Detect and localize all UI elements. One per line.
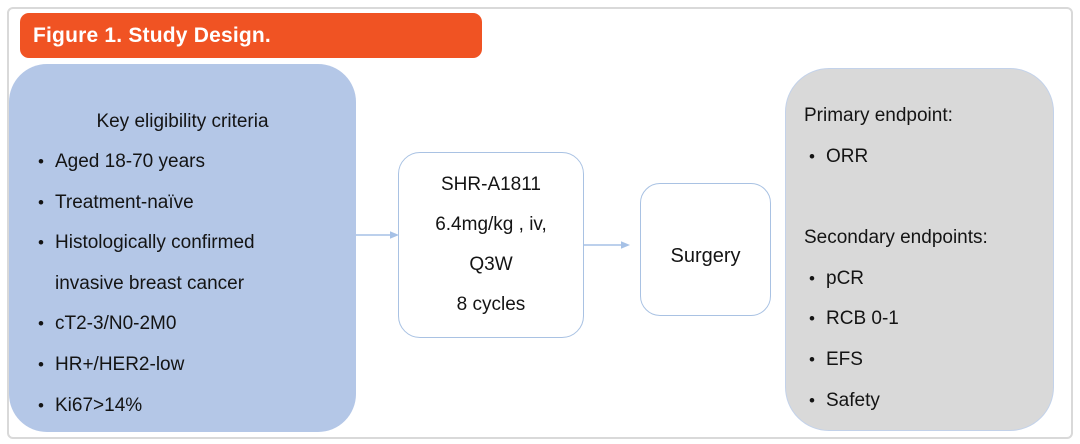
figure-title: Figure 1. Study Design. [33, 23, 271, 47]
eligibility-item-text: invasive breast cancer [55, 272, 245, 294]
bullet-icon: • [38, 233, 44, 253]
figure-title-bar: Figure 1. Study Design. [20, 13, 482, 58]
secondary-endpoints-heading: Secondary endpoints: [804, 227, 988, 249]
surgery-label: Surgery [670, 245, 741, 267]
list-item: • Ki67>14% [9, 386, 356, 427]
bullet-icon: • [38, 354, 44, 374]
bullet-icon: • [809, 349, 815, 369]
bullet-icon: • [809, 390, 815, 410]
primary-endpoint-list: • ORR [804, 137, 1043, 178]
eligibility-criteria-box: Key eligibility criteria • Aged 18-70 ye… [9, 64, 356, 432]
surgery-box: Surgery [640, 183, 771, 316]
list-item: • RCB 0-1 [804, 299, 1043, 340]
bullet-icon: • [809, 309, 815, 329]
treatment-line: SHR-A1811 [441, 174, 541, 195]
list-item: • cT2-3/N0-2M0 [9, 304, 356, 345]
eligibility-item-text: Treatment-naïve [55, 191, 194, 213]
eligibility-item-text: cT2-3/N0-2M0 [55, 313, 177, 335]
treatment-box: SHR-A1811 6.4mg/kg , iv, Q3W 8 cycles [398, 152, 584, 338]
endpoint-item-text: EFS [826, 348, 863, 370]
list-item: • Treatment-naïve [9, 183, 356, 224]
eligibility-item-text: Aged 18-70 years [55, 151, 205, 172]
endpoint-item-text: RCB 0-1 [826, 308, 899, 330]
list-item: • pCR [804, 259, 1043, 300]
flow-arrow-treatment-to-surgery [583, 238, 633, 252]
primary-endpoint-heading: Primary endpoint: [804, 105, 953, 126]
eligibility-item-text: HR+/HER2-low [55, 353, 185, 375]
flow-arrow-eligibility-to-treatment [356, 228, 400, 242]
bullet-icon: • [809, 268, 815, 288]
treatment-lines: SHR-A1811 6.4mg/kg , iv, Q3W 8 cycles [435, 165, 547, 325]
treatment-line: 8 cycles [456, 294, 526, 315]
list-item: • Histologically confirmed [9, 223, 356, 264]
secondary-endpoints-list: • pCR • RCB 0-1 • EFS • Safety [804, 259, 1043, 421]
eligibility-heading: Key eligibility criteria [96, 111, 269, 132]
bullet-icon: • [38, 314, 44, 334]
list-item: • Safety [804, 381, 1043, 422]
list-item: • EFS [804, 340, 1043, 381]
treatment-line: 6.4mg/kg , iv, [435, 214, 547, 235]
list-item: • Aged 18-70 years [9, 142, 356, 183]
spacer [804, 177, 1043, 218]
bullet-icon: • [38, 192, 44, 212]
endpoint-item-text: ORR [826, 145, 869, 167]
endpoint-item-text: pCR [826, 267, 865, 289]
bullet-icon: • [809, 146, 815, 166]
endpoint-item-text: Safety [826, 389, 880, 411]
treatment-line: Q3W [469, 254, 513, 275]
list-item: • ORR [804, 137, 1043, 178]
bullet-icon: • [38, 152, 44, 171]
eligibility-item-text: Ki67>14% [55, 394, 143, 416]
eligibility-item-text: Histologically confirmed [55, 232, 255, 254]
list-item: • invasive breast cancer [9, 264, 356, 305]
endpoints-box: Primary endpoint: • ORR Secondary endpoi… [785, 68, 1054, 431]
eligibility-list: • Aged 18-70 years • Treatment-naïve • H… [9, 142, 356, 426]
list-item: • HR+/HER2-low [9, 345, 356, 386]
bullet-icon: • [38, 395, 44, 415]
